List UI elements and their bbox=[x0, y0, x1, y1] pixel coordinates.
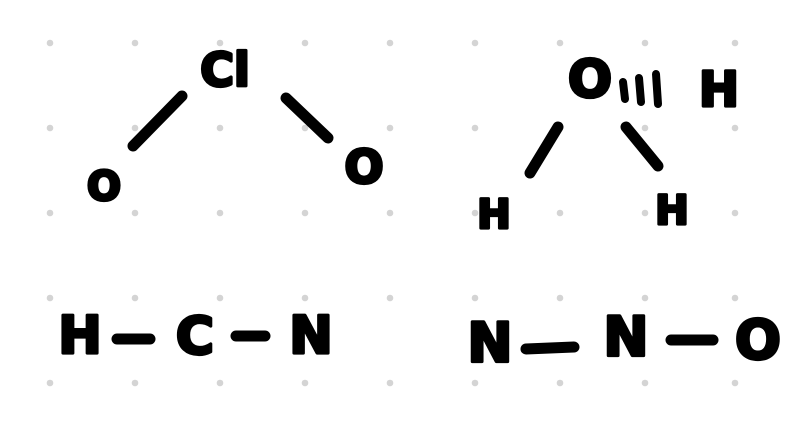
molecule-nitrous-oxide: N N O bbox=[466, 304, 783, 376]
grid-dot bbox=[216, 39, 224, 47]
grid-dot bbox=[471, 124, 479, 132]
grid-dot bbox=[471, 39, 479, 47]
grid-dot bbox=[731, 209, 739, 217]
atom-n: N bbox=[289, 306, 333, 366]
grid-dot bbox=[641, 379, 649, 387]
grid-dot bbox=[216, 379, 224, 387]
atom-c: C bbox=[176, 307, 214, 367]
bond-o-h1-dashed-3 bbox=[652, 70, 662, 108]
grid-dot bbox=[386, 294, 394, 302]
grid-dot bbox=[46, 39, 54, 47]
grid-dot bbox=[641, 209, 649, 217]
atom-h2: H bbox=[477, 192, 510, 238]
grid-dot bbox=[731, 294, 739, 302]
atom-o1: O bbox=[87, 164, 121, 210]
grid-dot bbox=[131, 124, 139, 132]
grid-dot bbox=[386, 124, 394, 132]
grid-dot bbox=[46, 209, 54, 217]
atom-o: O bbox=[568, 50, 612, 110]
bond-cl-o1 bbox=[127, 90, 188, 152]
grid-dot bbox=[641, 294, 649, 302]
grid-dot bbox=[216, 209, 224, 217]
molecule-chlorine-dioxide: Cl O O bbox=[85, 41, 385, 211]
grid-dot bbox=[301, 124, 309, 132]
grid-dot bbox=[471, 209, 479, 217]
bond-o-h3 bbox=[620, 121, 664, 172]
atom-o2: O bbox=[344, 140, 383, 194]
grid-dot bbox=[386, 209, 394, 217]
grid-dot bbox=[46, 379, 54, 387]
grid-dot bbox=[131, 39, 139, 47]
atom-n1: N bbox=[467, 312, 512, 375]
molecule-hydrogen-cyanide: H C N bbox=[57, 304, 335, 368]
dot-grid bbox=[46, 39, 739, 387]
grid-dot bbox=[301, 294, 309, 302]
grid-dot bbox=[471, 294, 479, 302]
atom-cl: Cl bbox=[200, 43, 250, 97]
grid-dot bbox=[131, 379, 139, 387]
grid-dot bbox=[556, 39, 564, 47]
bond-n1-n2 bbox=[520, 341, 580, 355]
grid-dot bbox=[731, 124, 739, 132]
grid-dot bbox=[556, 294, 564, 302]
grid-dot bbox=[301, 39, 309, 47]
atom-h1: H bbox=[699, 62, 739, 118]
grid-dot bbox=[556, 209, 564, 217]
grid-dot bbox=[216, 124, 224, 132]
grid-dot bbox=[301, 209, 309, 217]
bond-o-h1-dashed-2 bbox=[635, 74, 645, 106]
grid-dot bbox=[731, 39, 739, 47]
molecule-hydronium: O H H H bbox=[476, 48, 741, 239]
grid-dot bbox=[641, 39, 649, 47]
grid-dot bbox=[386, 39, 394, 47]
grid-dot bbox=[216, 294, 224, 302]
grid-dot bbox=[301, 379, 309, 387]
grid-dot bbox=[471, 379, 479, 387]
atom-o: O bbox=[735, 309, 781, 372]
grid-dot bbox=[556, 379, 564, 387]
grid-dot bbox=[46, 294, 54, 302]
bond-cl-o2 bbox=[280, 92, 334, 144]
grid-dot bbox=[641, 124, 649, 132]
grid-dot bbox=[386, 379, 394, 387]
atom-h: H bbox=[58, 306, 102, 366]
bond-o-h1-dashed-1 bbox=[619, 78, 629, 103]
atom-n2: N bbox=[603, 306, 648, 369]
atom-h3: H bbox=[655, 188, 688, 234]
bond-o-h2 bbox=[524, 121, 564, 179]
grid-dot bbox=[731, 379, 739, 387]
grid-dot bbox=[46, 124, 54, 132]
grid-dot bbox=[131, 209, 139, 217]
grid-dot bbox=[131, 294, 139, 302]
